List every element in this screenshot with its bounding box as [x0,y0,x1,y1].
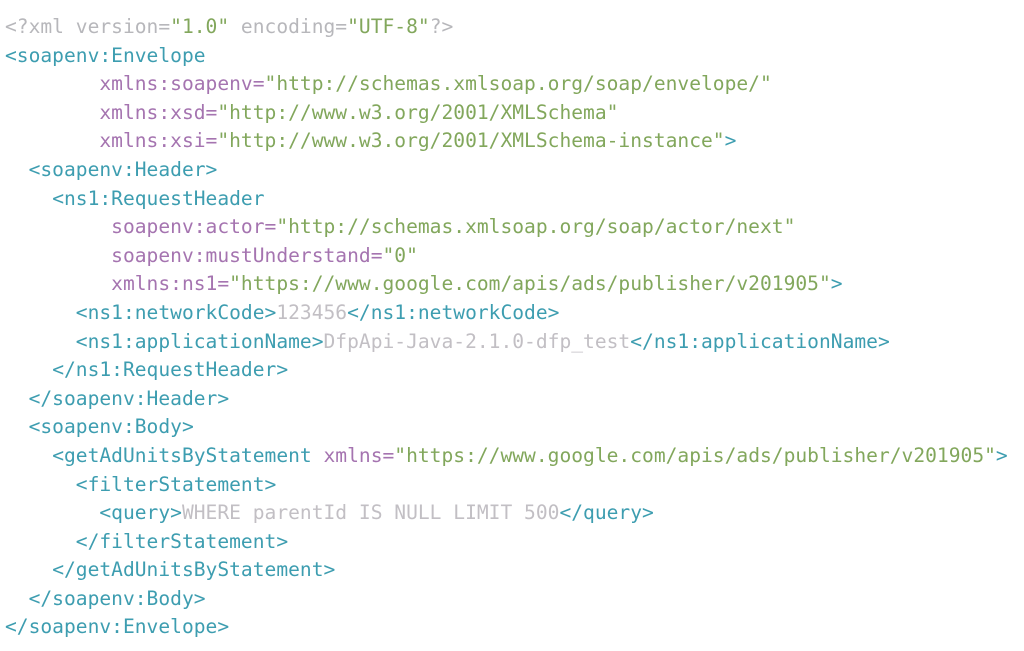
xml-attribute-name: xmlns:ns1= [111,272,230,296]
indent [5,587,29,610]
indent [5,415,29,438]
code-line: <ns1:networkCode>123456</ns1:networkCode… [5,299,1008,328]
code-line: <?xml version="1.0" encoding="UTF-8"?> [5,13,1008,42]
xml-tag: </ns1:RequestHeader> [52,358,289,382]
code-line: xmlns:ns1="https://www.google.com/apis/a… [5,270,1008,299]
code-line: <filterStatement> [5,471,1008,500]
xml-tag: > [724,129,737,153]
xml-tag: </ns1:applicationName> [630,329,890,353]
xml-attribute-value: "https://www.google.com/apis/ads/publish… [394,443,996,467]
code-line: xmlns:soapenv="http://schemas.xmlsoap.or… [5,70,1008,99]
indent [5,330,76,353]
code-line: </filterStatement> [5,528,1008,557]
xml-tag: </getAdUnitsByStatement> [52,558,336,582]
indent [5,129,99,152]
xml-attribute-value: "UTF-8" [347,15,430,38]
code-line: </ns1:RequestHeader> [5,356,1008,385]
code-line: <getAdUnitsByStatement xmlns="https://ww… [5,442,1008,471]
indent [5,301,76,324]
xml-tag: <query> [99,501,182,525]
indent [5,530,76,553]
indent [5,558,52,581]
xml-declaration: encoding= [229,15,348,38]
xml-attribute-name: soapenv:actor= [111,215,277,239]
xml-tag: </filterStatement> [75,529,289,553]
xml-declaration: ?> [429,15,454,38]
indent [5,215,111,238]
xml-tag: <ns1:applicationName> [75,329,324,353]
code-line: xmlns:xsd="http://www.w3.org/2001/XMLSch… [5,99,1008,128]
xml-code-block: <?xml version="1.0" encoding="UTF-8"?><s… [5,13,1008,642]
indent [5,72,99,95]
xml-tag: </query> [559,501,654,525]
xml-tag: </soapenv:Header> [28,386,230,410]
code-line: <ns1:applicationName>DfpApi-Java-2.1.0-d… [5,328,1008,357]
code-line: <ns1:RequestHeader [5,185,1008,214]
xml-attribute-name: xmlns:soapenv= [99,72,265,96]
xml-tag: </ns1:networkCode> [347,300,560,324]
indent [5,158,29,181]
indent [5,501,99,524]
indent [5,444,52,467]
xml-attribute-value: "http://schemas.xmlsoap.org/soap/envelop… [264,72,772,96]
xml-attribute-name: xmlns:xsi= [99,129,218,153]
indent [5,473,76,496]
code-line: soapenv:mustUnderstand="0" [5,242,1008,271]
xml-text-content: WHERE parentId IS NULL LIMIT 500 [181,501,560,525]
xml-attribute-value: "0" [382,243,418,267]
xml-attribute-value: "http://schemas.xmlsoap.org/soap/actor/n… [276,215,796,239]
xml-tag: <filterStatement> [75,472,277,496]
xml-tag: > [830,272,843,296]
indent [5,187,52,210]
xml-tag: <soapenv:Header> [28,157,218,181]
xml-attribute-value: "http://www.w3.org/2001/XMLSchema-instan… [217,129,725,153]
code-line: <soapenv:Body> [5,413,1008,442]
xml-attribute-value: "http://www.w3.org/2001/XMLSchema" [217,100,619,124]
xml-declaration: <?xml version= [5,15,171,38]
xml-tag: <getAdUnitsByStatement [52,443,312,467]
xml-tag: <soapenv:Body> [28,415,194,439]
indent [5,244,111,267]
code-line: </soapenv:Body> [5,585,1008,614]
xml-attribute-value: "https://www.google.com/apis/ads/publish… [229,272,831,296]
xml-attribute-value: "1.0" [170,15,230,38]
xml-attribute-name: xmlns:xsd= [99,100,218,124]
xml-text-content: 123456 [276,300,348,324]
xml-attribute-name: xmlns= [311,443,395,467]
code-line: xmlns:xsi="http://www.w3.org/2001/XMLSch… [5,127,1008,156]
indent [5,272,111,295]
xml-tag: > [995,443,1008,467]
code-line: <soapenv:Header> [5,156,1008,185]
xml-tag: <ns1:networkCode> [75,300,277,324]
code-line: </soapenv:Envelope> [5,613,1008,642]
code-line: </getAdUnitsByStatement> [5,556,1008,585]
xml-tag: <soapenv:Envelope [5,43,206,67]
xml-tag: </soapenv:Body> [28,586,206,610]
code-line: <query>WHERE parentId IS NULL LIMIT 500<… [5,499,1008,528]
code-line: soapenv:actor="http://schemas.xmlsoap.or… [5,213,1008,242]
indent [5,358,52,381]
xml-tag: <ns1:RequestHeader [52,186,265,210]
xml-text-content: DfpApi-Java-2.1.0-dfp_test [323,329,631,353]
code-line: <soapenv:Envelope [5,42,1008,71]
xml-attribute-name: soapenv:mustUnderstand= [111,243,383,267]
code-line: </soapenv:Header> [5,385,1008,414]
indent [5,387,29,410]
indent [5,101,99,124]
xml-tag: </soapenv:Envelope> [5,615,230,639]
